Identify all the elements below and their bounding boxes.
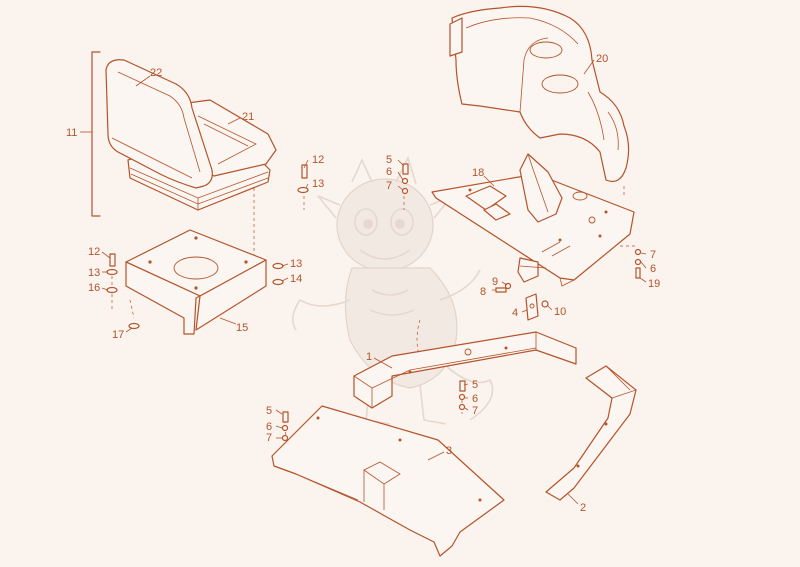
callout-15: 15 bbox=[236, 322, 248, 334]
callout-6: 6 bbox=[472, 393, 478, 405]
frame-rail-1 bbox=[353, 331, 577, 409]
callout-11: 11 bbox=[66, 127, 77, 139]
seat-bracket bbox=[125, 229, 267, 335]
callout-2: 2 bbox=[580, 502, 586, 514]
callout-6: 6 bbox=[266, 421, 272, 433]
callout-4: 4 bbox=[512, 307, 518, 319]
fasteners bbox=[106, 163, 642, 442]
bracket-4 bbox=[525, 293, 539, 321]
frame-rail-2 bbox=[545, 365, 637, 501]
callout-13: 13 bbox=[312, 178, 324, 190]
assembly-line bbox=[416, 319, 421, 359]
floor-plate-3 bbox=[271, 405, 505, 557]
callout-22: 22 bbox=[150, 67, 162, 79]
callout-8: 8 bbox=[480, 286, 486, 298]
callout-3: 3 bbox=[446, 445, 452, 457]
callout-5: 5 bbox=[386, 154, 392, 166]
callout-21: 21 bbox=[242, 111, 254, 123]
callout-7: 7 bbox=[266, 432, 272, 444]
callout-1: 1 bbox=[366, 351, 372, 363]
callout-16: 16 bbox=[88, 282, 100, 294]
callout-19: 19 bbox=[648, 278, 660, 290]
callout-7: 7 bbox=[386, 180, 392, 192]
callout-12: 12 bbox=[88, 246, 100, 258]
control-tower-cover bbox=[449, 5, 630, 183]
callout-7: 7 bbox=[472, 405, 478, 417]
callout-5: 5 bbox=[472, 379, 478, 391]
callout-14: 14 bbox=[290, 273, 302, 285]
callout-18: 18 bbox=[472, 167, 484, 179]
callouts: 11 22 21 12 13 12 13 16 17 13 14 15 5 6 … bbox=[66, 53, 660, 514]
assembly-line bbox=[129, 299, 135, 319]
callout-13: 13 bbox=[88, 267, 100, 279]
callout-6: 6 bbox=[650, 263, 656, 275]
callout-10: 10 bbox=[554, 306, 566, 318]
callout-17: 17 bbox=[112, 329, 124, 341]
callout-7: 7 bbox=[650, 249, 656, 261]
callout-6: 6 bbox=[386, 166, 392, 178]
callout-20: 20 bbox=[596, 53, 608, 65]
control-plate bbox=[431, 153, 635, 287]
callout-13: 13 bbox=[290, 258, 302, 270]
callout-5: 5 bbox=[266, 405, 272, 417]
callout-9: 9 bbox=[492, 276, 498, 288]
seat-assembly bbox=[80, 51, 277, 217]
leader-lines bbox=[101, 59, 647, 505]
callout-12: 12 bbox=[312, 154, 324, 166]
